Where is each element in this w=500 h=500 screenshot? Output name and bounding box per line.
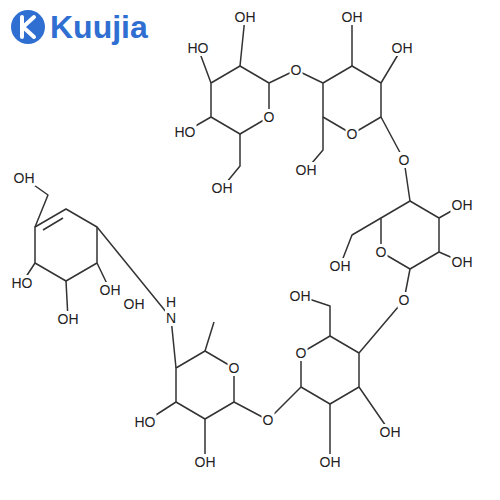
watermark-logo: Kuujia [50, 9, 148, 45]
atom-label: OH [289, 288, 312, 304]
atom-label: O [398, 152, 411, 168]
atom-label: O [398, 292, 411, 308]
atom-label: OH [341, 9, 364, 25]
atom-label: HO [187, 40, 210, 56]
atom-label: OH [57, 311, 80, 327]
kuujia-icon [11, 10, 45, 44]
atom-label: HO [134, 414, 157, 430]
atom-label: OH [13, 170, 36, 186]
bonds [22, 17, 462, 462]
atom-label: OH [451, 197, 474, 213]
atom-label: OH [99, 282, 122, 298]
atom-label: OH [211, 180, 234, 196]
atom-label: O [346, 126, 359, 142]
atom-label: O [295, 345, 308, 361]
atom-label: OH [329, 258, 352, 274]
atom-label: O [263, 109, 276, 125]
atom-label: OH [234, 9, 257, 25]
atom-label: OH [451, 254, 474, 270]
atom-label: OH [295, 162, 318, 178]
atom-label: OH [391, 40, 414, 56]
atom-label: OH [379, 424, 402, 440]
atom-label: N [165, 310, 177, 326]
atom-label: O [228, 360, 241, 376]
atom-label: O [290, 62, 303, 78]
atom-label: HO [174, 124, 197, 140]
atom-label: OH [194, 454, 217, 470]
atom-label: OH [123, 296, 146, 312]
atom-label: O [262, 412, 275, 428]
atom-label: O [375, 244, 388, 260]
atom-label: H [165, 294, 177, 310]
atom-label: HO [11, 275, 34, 291]
atom-label: OH [319, 454, 342, 470]
